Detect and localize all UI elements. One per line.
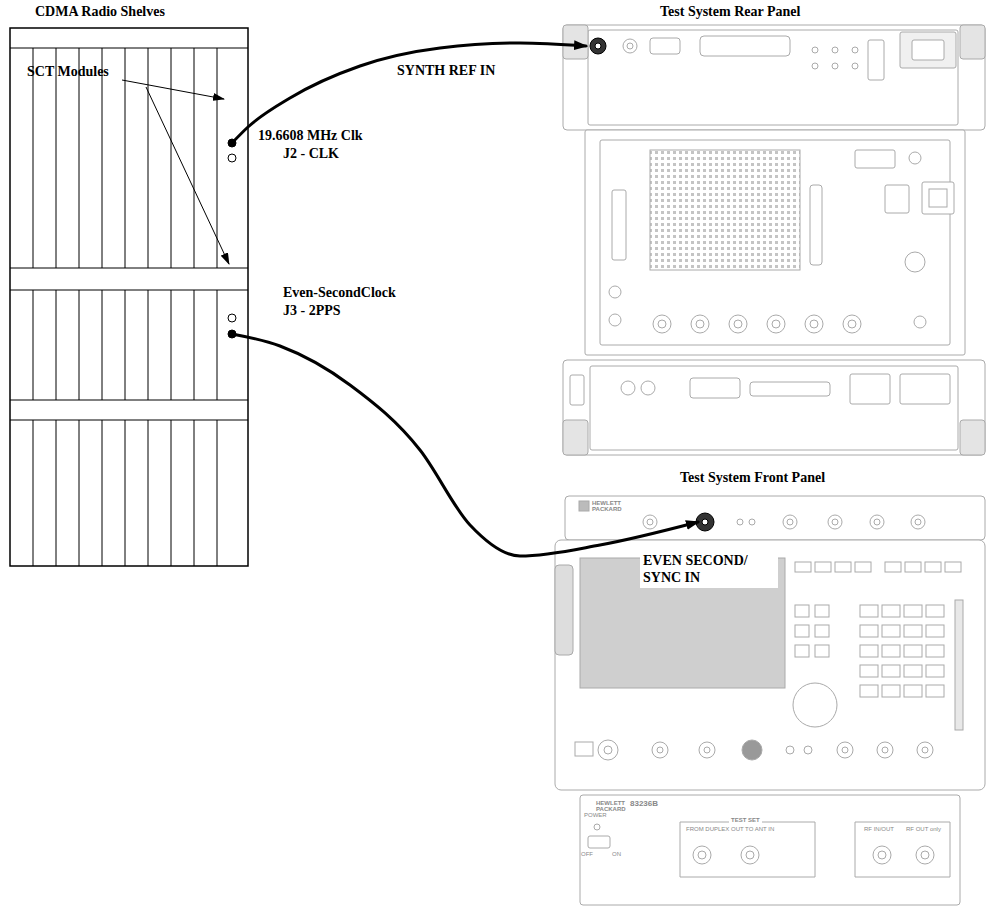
signal-label: J3 - 2PPS	[283, 303, 341, 320]
equipment-node: Test System Front Panel	[552, 468, 988, 906]
radio-shelf-rack	[10, 28, 248, 566]
signal-label: EVEN SECOND/ SYNC IN	[640, 552, 778, 588]
panel-heading: Test System Front Panel	[680, 470, 825, 486]
panel-heading: CDMA Radio Shelves	[35, 4, 165, 20]
panel-marking: 83236B	[630, 800, 658, 808]
panel-marking: FROM DUPLEX OUT TO ANT IN	[686, 826, 774, 832]
panel-marking: HEWLETT PACKARD	[592, 500, 628, 513]
panel-marking: RF OUT only	[906, 826, 941, 832]
signal-label: SYNTH REF IN	[397, 63, 495, 80]
panel-marking: POWER	[584, 812, 607, 818]
signal-label: 19.6608 MHz Clk	[258, 128, 363, 145]
rear-panel-drawing	[563, 25, 985, 455]
equipment-node: CDMA Radio Shelves	[10, 2, 248, 568]
panel-heading: Test System Rear Panel	[660, 4, 800, 20]
node-text-row: Test System Front Panel	[552, 468, 988, 486]
sct-leader-lines	[122, 80, 229, 264]
equipment-node: Test System Rear Panel	[560, 2, 988, 458]
panel-marking: HEWLETT PACKARD	[596, 800, 632, 813]
signal-label: Even-SecondClock	[283, 285, 396, 302]
node-text-row: Test System Rear Panel	[560, 2, 988, 20]
panel-marking: ON	[612, 851, 621, 857]
signal-label: SCT Modules	[27, 64, 109, 81]
coax-cable	[232, 334, 698, 556]
front-panel-drawing	[555, 496, 985, 905]
node-text-row: CDMA Radio Shelves	[10, 2, 248, 20]
panel-marking: RF IN/OUT	[864, 826, 894, 832]
panel-marking: OFF	[581, 851, 593, 857]
signal-label: J2 - CLK	[283, 146, 339, 163]
panel-marking: TEST SET	[729, 817, 762, 823]
